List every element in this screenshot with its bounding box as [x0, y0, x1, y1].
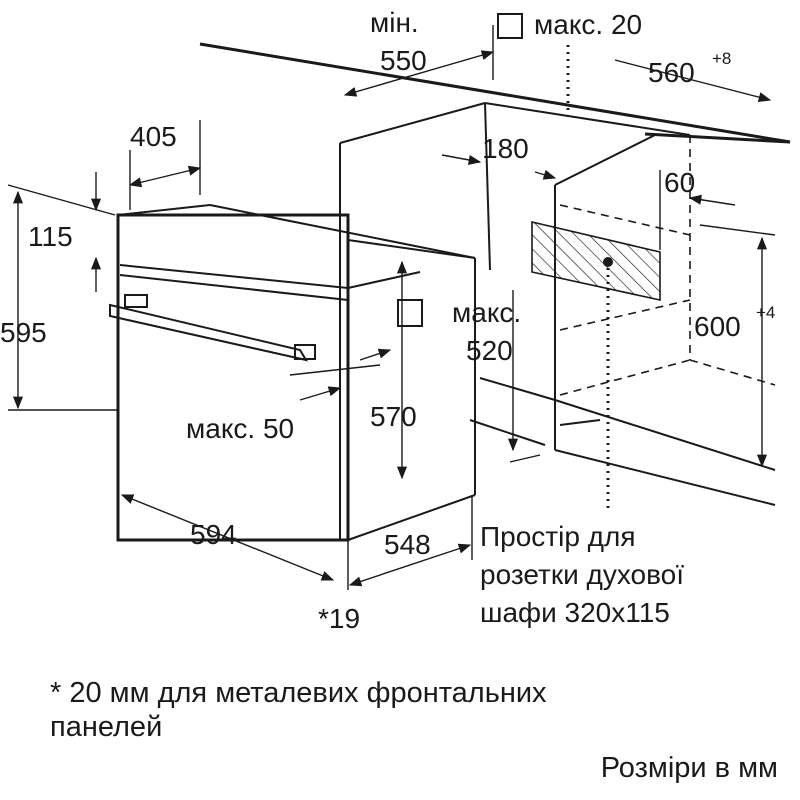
square-marker-icon	[497, 13, 523, 39]
label-405: 405	[130, 121, 177, 152]
label-594: 594	[190, 519, 237, 550]
label-600: 600	[694, 311, 741, 342]
label-595: 595	[0, 317, 47, 348]
cabinet-niche	[339, 102, 776, 540]
label-max: макс.	[452, 297, 521, 328]
label-min: мін.	[370, 7, 419, 38]
label-560: 560	[648, 57, 695, 88]
socket-note-line2: розетки духової	[480, 559, 684, 590]
label-19: *19	[318, 603, 360, 634]
label-520: 520	[466, 335, 513, 366]
label-max50: макс. 50	[186, 413, 294, 444]
label-600-sup: +4	[756, 303, 775, 322]
label-548: 548	[384, 529, 431, 560]
dimension-labels: мін. 550 макс. 20 560 +8 405 180 60 115 …	[0, 7, 775, 634]
socket-marker-icon	[603, 257, 613, 267]
label-180: 180	[482, 133, 529, 164]
socket-note: Простір для розетки духової шафи 320x115	[480, 521, 684, 628]
label-560-sup: +8	[712, 49, 731, 68]
oven-body	[109, 204, 476, 542]
socket-area	[531, 45, 661, 510]
label-max20: макс. 20	[534, 9, 642, 40]
socket-note-line1: Простір для	[480, 521, 636, 552]
countertop	[199, 42, 791, 144]
socket-note-line3: шафи 320x115	[480, 597, 670, 628]
label-115: 115	[28, 221, 73, 252]
footnote-line2: панелей	[50, 711, 163, 743]
dimension-lines	[7, 25, 776, 590]
label-60: 60	[664, 167, 695, 198]
footnote-line1: * 20 мм для металевих фронтальних	[50, 677, 547, 709]
units-caption: Розміри в мм	[600, 752, 778, 784]
footnote: * 20 мм для металевих фронтальних панеле…	[50, 676, 750, 744]
label-550: 550	[380, 45, 427, 76]
label-570: 570	[370, 401, 417, 432]
